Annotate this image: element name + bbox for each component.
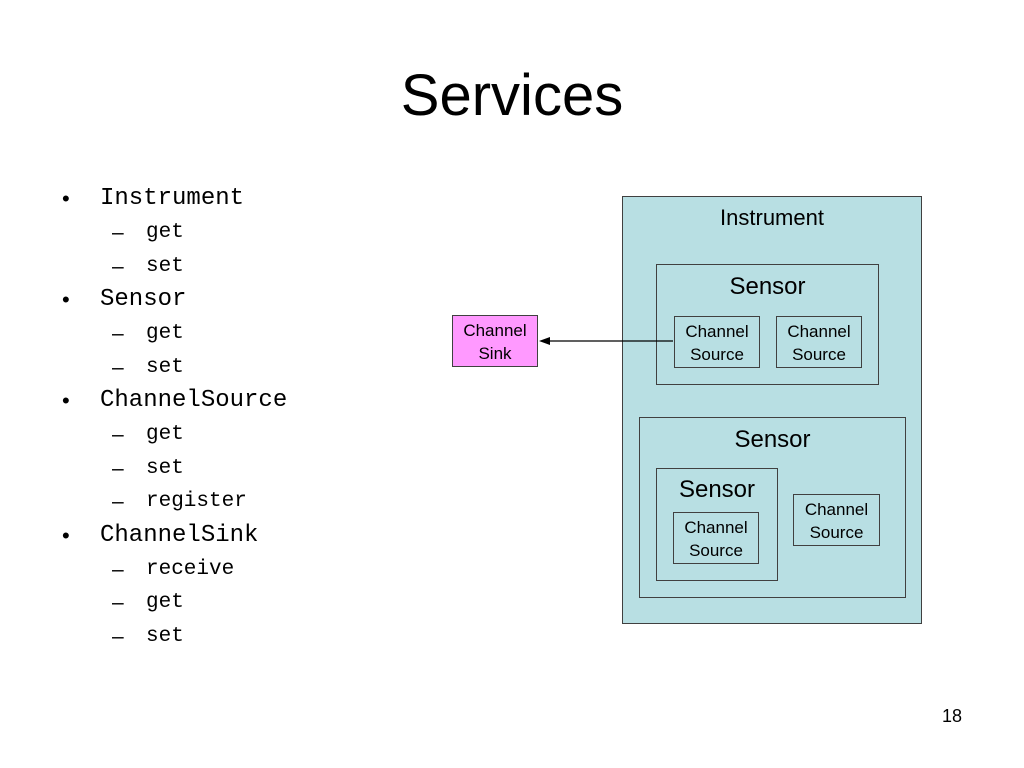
bullet-list: •Instrument –get –set •Sensor –get –set … [62,182,287,653]
dash-icon: – [112,355,124,379]
slide-title: Services [400,63,624,128]
bullet-item: • ChannelSink [62,519,287,553]
bullet-dot-icon: • [62,388,70,413]
channel-sink-label: Channel Sink [453,319,537,365]
channel-source-label: Channel Source [674,516,758,562]
sensor-label: Sensor [734,426,811,453]
sub-bullet-item: –set [62,351,287,385]
dash-icon: – [112,254,124,278]
bullet-item: • ChannelSource [62,384,287,418]
sub-bullet-item: –register [62,485,287,519]
arrowhead-icon [539,337,550,345]
sensor-label: Sensor [678,476,756,503]
channel-source-line1: Channel [787,322,851,341]
sensor-box-nested: Sensor Channel Source [656,468,778,581]
channel-source-line2: Source [689,541,743,560]
sub-bullet-item: –set [62,250,287,284]
channel-source-box: Channel Source [776,316,862,368]
bullet-label: Sensor [100,286,187,313]
instrument-label: Instrument [720,205,824,230]
channel-source-line1: Channel [685,322,749,341]
sub-bullet-label: get [146,221,184,244]
sub-bullet-item: –get [62,586,287,620]
channel-source-box: Channel Source [793,494,880,546]
sub-bullet-item: –get [62,418,287,452]
sub-bullet-label: receive [146,557,235,581]
sub-bullet-label: set [146,254,184,278]
channel-source-line1: Channel [684,518,748,537]
sub-bullet-label: get [146,322,184,345]
channel-source-line2: Source [792,345,846,364]
channel-source-line2: Source [690,345,744,364]
channel-source-label: Channel Source [675,320,759,366]
sub-bullet-item: –set [62,452,287,486]
channel-source-line1: Channel [804,500,869,519]
dash-icon: – [112,557,124,581]
channel-source-box: Channel Source [673,512,759,564]
sub-bullet-label: get [146,591,184,614]
sub-bullet-label: set [146,456,184,480]
channel-source-box: Channel Source [674,316,760,368]
dash-icon: – [112,490,124,513]
sub-bullet-label: get [146,423,184,446]
channel-source-label: Channel Source [794,498,879,544]
bullet-dot-icon: • [62,287,70,312]
bullet-dot-icon: • [62,522,70,548]
sub-bullet-label: set [146,355,184,379]
sub-bullet-item: –receive [62,553,287,587]
channel-sink-line1: Channel [463,321,527,340]
bullet-item: • Instrument [62,182,287,216]
bullet-label: ChannelSource [100,387,288,414]
dash-icon: – [112,456,124,480]
bullet-label: Instrument [100,185,245,212]
sub-bullet-label: register [146,490,247,513]
channel-sink-line2: Sink [478,344,512,363]
sub-bullet-item: –set [62,620,287,654]
channel-sink-box: Channel Sink [452,315,538,367]
bullet-item: • Sensor [62,283,287,317]
sub-bullet-label: set [146,624,184,648]
dash-icon: – [112,221,124,244]
dash-icon: – [112,423,124,446]
sensor-label: Sensor [729,273,806,300]
sensor-box-top: Sensor Channel Source Channel Source [656,264,879,385]
channel-source-line2: Source [809,523,864,542]
sub-bullet-item: –get [62,317,287,351]
dash-icon: – [112,322,124,345]
page-number: 18 [941,706,962,726]
bullet-label: ChannelSink [100,521,259,549]
sub-bullet-item: –get [62,216,287,250]
dash-icon: – [112,624,124,648]
sensor-box-bottom: Sensor Sensor Channel Source Channel Sou… [639,417,906,598]
instrument-box: Instrument Sensor Channel Source Channel… [622,196,922,624]
dash-icon: – [112,591,124,614]
channel-source-label: Channel Source [777,320,861,366]
bullet-dot-icon: • [62,186,70,211]
